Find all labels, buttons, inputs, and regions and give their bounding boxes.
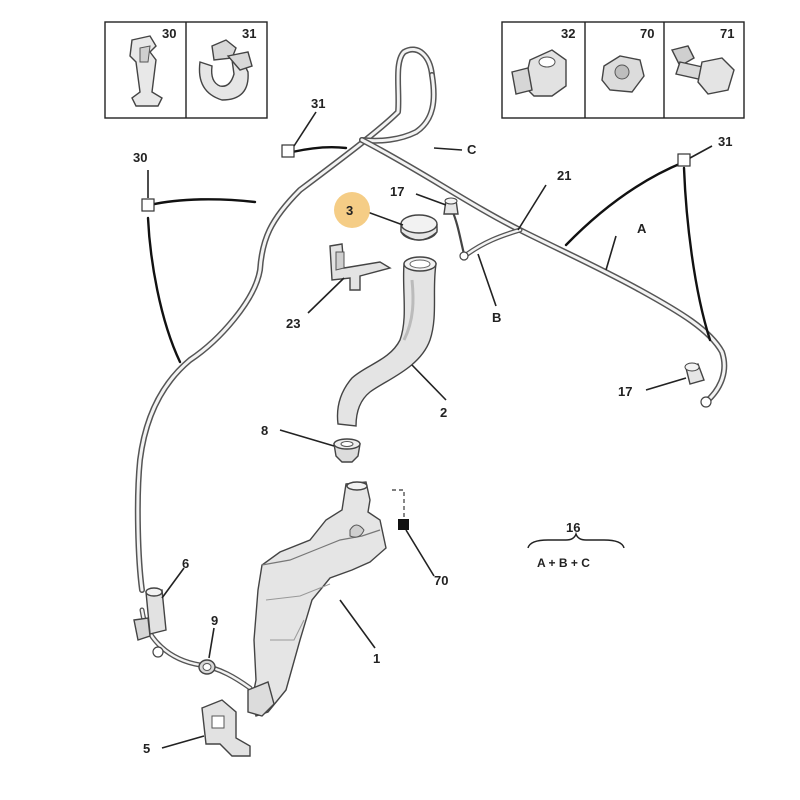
nozzle-17-lower bbox=[684, 362, 712, 408]
callout-6: 6 bbox=[182, 556, 189, 571]
callout-5: 5 bbox=[143, 741, 150, 756]
washer-hoses bbox=[134, 46, 728, 691]
callout-17-lower: 17 bbox=[618, 384, 632, 399]
callout-21: 21 bbox=[557, 168, 571, 183]
callout-23: 23 bbox=[286, 316, 300, 331]
inset-label-71: 71 bbox=[720, 26, 734, 41]
callout-9: 9 bbox=[211, 613, 218, 628]
leader-lines bbox=[147, 111, 713, 749]
callout-labels: 3 17 21 B 23 2 8 70 1 6 9 5 17 C A 31 31… bbox=[133, 96, 732, 756]
bolt-71-icon bbox=[670, 45, 735, 95]
kit-number: 16 bbox=[566, 520, 580, 535]
filler-neck-part bbox=[336, 256, 437, 427]
grommet-8-part bbox=[333, 438, 361, 463]
bolt-70-marker bbox=[398, 519, 409, 530]
inset-box-left: 30 31 bbox=[104, 21, 268, 119]
callout-8: 8 bbox=[261, 423, 268, 438]
seal-9-part bbox=[198, 659, 216, 675]
callout-70: 70 bbox=[434, 573, 448, 588]
clamp-30-marker bbox=[141, 198, 155, 212]
washer-pump-part bbox=[133, 587, 167, 658]
kit-brace bbox=[527, 531, 625, 549]
clip-32-icon bbox=[511, 49, 567, 97]
nozzle-17-upper bbox=[443, 197, 469, 261]
callout-30: 30 bbox=[133, 150, 147, 165]
clamp-markers bbox=[141, 144, 691, 530]
inset-label-30: 30 bbox=[162, 26, 176, 41]
callout-3-highlight bbox=[334, 192, 370, 228]
clip-30-icon bbox=[129, 35, 163, 107]
callout-1: 1 bbox=[373, 651, 380, 666]
callout-C: C bbox=[467, 142, 477, 157]
washer-reservoir-part bbox=[247, 481, 387, 717]
clamp-31-marker-right bbox=[677, 153, 691, 167]
callout-17-upper: 17 bbox=[390, 184, 404, 199]
kit-formula: A + B + C bbox=[537, 556, 590, 570]
callout-B: B bbox=[492, 310, 501, 325]
inset-box-right: 32 70 71 bbox=[501, 21, 745, 119]
callout-3: 3 bbox=[346, 203, 353, 218]
callout-31-upper: 31 bbox=[311, 96, 325, 111]
filler-cap-part bbox=[400, 214, 438, 241]
kit-legend: 16 A + B + C bbox=[527, 520, 625, 570]
callout-2: 2 bbox=[440, 405, 447, 420]
clip-31-icon bbox=[198, 39, 253, 101]
callout-A: A bbox=[637, 221, 647, 236]
inset-label-70: 70 bbox=[640, 26, 654, 41]
nut-70-icon bbox=[601, 55, 645, 93]
inset-label-31: 31 bbox=[242, 26, 256, 41]
bracket-5-part bbox=[201, 699, 251, 757]
callout-31-right: 31 bbox=[718, 134, 732, 149]
clamp-31-marker-upper bbox=[281, 144, 295, 158]
inset-label-32: 32 bbox=[561, 26, 575, 41]
